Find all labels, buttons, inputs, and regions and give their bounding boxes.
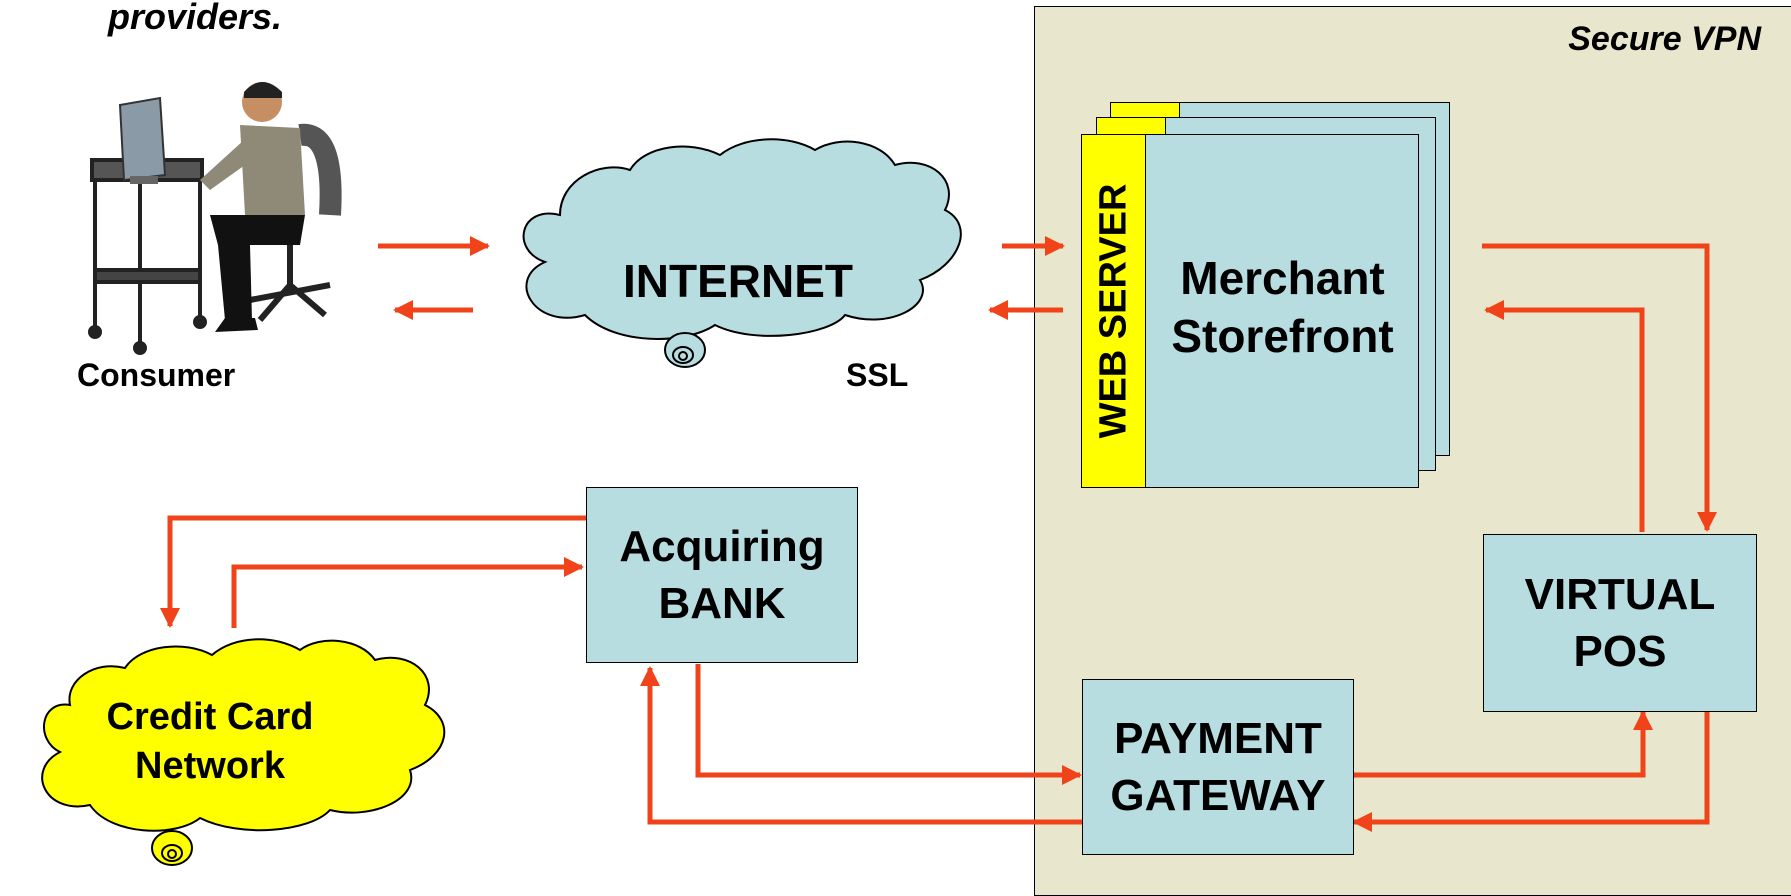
merchant-line1: Merchant — [1180, 252, 1385, 304]
acquiring-line2: BANK — [658, 579, 786, 628]
arrow-bank-to-ccnet — [160, 515, 586, 628]
gateway-line2: GATEWAY — [1110, 771, 1326, 820]
arrow-bank-to-gateway — [695, 664, 1082, 785]
secure-vpn-label: Secure VPN — [1568, 20, 1761, 58]
internet-label: INTERNET — [623, 255, 853, 307]
arrow-ccnet-to-bank — [231, 557, 584, 628]
ssl-label: SSL — [846, 357, 909, 393]
vpos-line2: POS — [1573, 627, 1667, 676]
web-server-bar: WEB SERVER — [1081, 134, 1146, 488]
person-icon — [200, 82, 305, 332]
arrow-gateway-to-bank — [640, 666, 1082, 825]
credit-card-network-label: Credit Card Network — [80, 693, 340, 792]
ccnet-line2: Network — [135, 745, 285, 788]
office-chair-icon — [249, 123, 342, 322]
merchant-line2: Storefront — [1171, 309, 1394, 362]
monitor-icon — [118, 96, 167, 184]
computer-cart-icon — [88, 158, 207, 355]
payment-gateway-box: PAYMENT GATEWAY — [1082, 679, 1354, 855]
caption-fragment: providers. — [108, 0, 283, 37]
consumer-label: Consumer — [77, 357, 236, 393]
ccnet-line1: Credit Card — [106, 696, 314, 738]
merchant-storefront-label: Merchant Storefront — [1146, 250, 1419, 365]
gateway-line1: PAYMENT — [1114, 713, 1322, 763]
acquiring-bank-box: Acquiring BANK — [586, 487, 858, 663]
web-server-label: WEB SERVER — [1092, 183, 1135, 439]
virtual-pos-box: VIRTUAL POS — [1483, 534, 1757, 712]
acquiring-line1: Acquiring — [619, 521, 825, 571]
vpos-line1: VIRTUAL — [1524, 569, 1716, 619]
